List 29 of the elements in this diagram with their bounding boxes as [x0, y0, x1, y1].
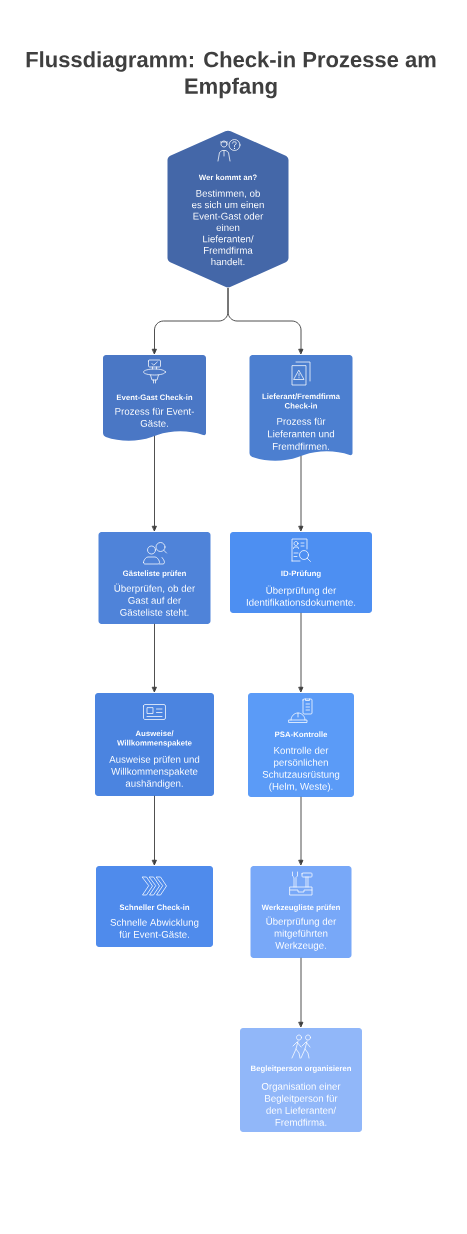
arrow — [298, 957, 304, 1028]
title: Flussdiagramm: Check-in Prozesse am Empfang — [26, 51, 436, 99]
arrow — [152, 795, 157, 866]
box-text: Organisation einer Begleitperson für den Lieferanten/ Fremdfirma. — [261, 1082, 341, 1126]
box-text: Schnelle Abwicklung für Event-Gäste. — [110, 918, 199, 938]
document-box — [103, 355, 206, 441]
box-text: Überprüfung der Identifikationsdokumente. — [246, 585, 356, 606]
process-box — [98, 532, 211, 624]
box-text: Ausweise prüfen und Willkommenspakete aushändigen. — [109, 755, 200, 789]
document-box — [249, 355, 353, 461]
box-text: Überprüfung der mitgeführten Werkzeuge. — [266, 916, 337, 951]
arrow — [152, 435, 157, 532]
arrow — [298, 455, 304, 532]
process-box — [96, 866, 213, 947]
process-box — [250, 866, 352, 958]
box-text: Überprüfen, ob der Gast auf der Gästeliste steht. — [114, 583, 196, 616]
arrow — [298, 796, 304, 866]
box-text: Kontrolle der persönlichen Schutzausrüstung (Helm, Weste). — [262, 746, 340, 792]
box-text: Prozess für Lieferanten und Fremdfirmen. — [268, 417, 335, 450]
box-text: Bestimmen, ob es sich um einen Event-Gast oder einen Lieferanten/ Fremdfirma handelt. — [192, 189, 264, 266]
arrow — [152, 623, 157, 693]
arrow — [298, 612, 304, 693]
process-box — [230, 532, 372, 613]
process-box — [95, 693, 214, 796]
process-box — [240, 1028, 362, 1132]
process-box — [248, 693, 354, 797]
arrow — [227, 287, 304, 355]
hexagon-box — [167, 130, 289, 288]
box-text: Prozess für Event- Gäste. — [115, 407, 194, 427]
